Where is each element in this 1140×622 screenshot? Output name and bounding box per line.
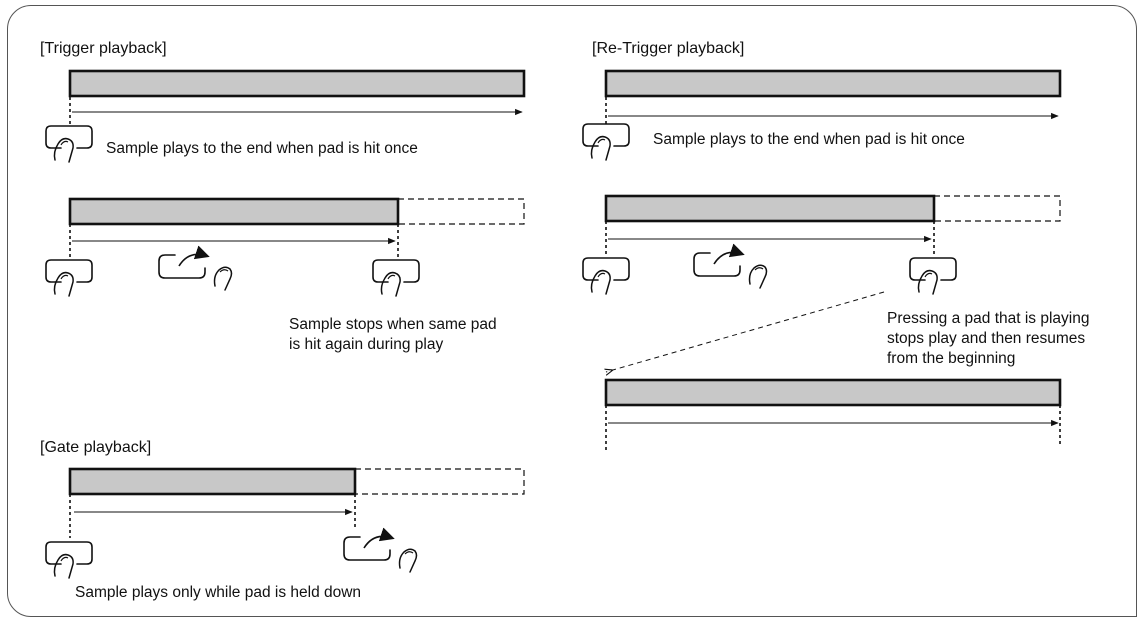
pad-hit-icon: [582, 257, 630, 295]
retrigger-restart-remaining-bar: [934, 195, 1061, 222]
gate-playback-heading: [Gate playback]: [40, 439, 152, 456]
retrigger-caption-resume: Pressing a pad that is playing stops pla…: [887, 309, 1089, 369]
pad-hit-icon: [45, 125, 93, 163]
gate-timeline: [45, 467, 525, 579]
retrigger-restart-sample-bar: [604, 194, 936, 223]
retrigger-caption-resume-line3: from the beginning: [887, 350, 1016, 367]
gate-sample-bar: [68, 467, 357, 496]
trigger-stop-timeline: [45, 197, 525, 297]
retrigger-resumed-sample-bar: [604, 378, 1062, 407]
pad-hit-icon: [909, 257, 957, 295]
trigger-once-sample-bar: [68, 69, 526, 98]
restart-return-arrow: [606, 291, 885, 372]
gate-remaining-bar: [355, 468, 525, 495]
trigger-once-timeline: [45, 69, 526, 163]
gate-caption-hold: Sample plays only while pad is held down: [75, 584, 362, 601]
trigger-playback-heading: [Trigger playback]: [40, 40, 167, 57]
pad-release-icon: [344, 536, 417, 572]
pad-hit-icon: [45, 541, 93, 579]
trigger-caption-hit-once: Sample plays to the end when pad is hit …: [106, 140, 418, 157]
pad-hit-icon: [582, 123, 630, 161]
retrigger-playback-heading: [Re-Trigger playback]: [592, 40, 745, 57]
trigger-caption-stop-line1: Sample stops when same pad: [289, 316, 497, 333]
retrigger-caption-resume-line2: stops play and then resumes: [887, 330, 1086, 347]
trigger-stop-sample-bar: [68, 197, 400, 226]
retrigger-once-timeline: [582, 69, 1062, 161]
pad-hit-icon: [45, 259, 93, 297]
trigger-stop-remaining-bar: [398, 198, 525, 225]
trigger-caption-stop-line2: is hit again during play: [289, 336, 444, 353]
pad-release-icon: [159, 254, 232, 290]
pad-release-icon: [694, 252, 767, 288]
diagram-frame: [7, 5, 1137, 617]
retrigger-once-sample-bar: [604, 69, 1062, 98]
retrigger-caption-resume-line1: Pressing a pad that is playing: [887, 310, 1090, 327]
pad-hit-icon: [372, 259, 420, 297]
retrigger-restart-timeline: [582, 194, 1062, 450]
trigger-caption-stop: Sample stops when same pad is hit again …: [289, 315, 497, 355]
retrigger-caption-hit-once: Sample plays to the end when pad is hit …: [653, 131, 965, 148]
